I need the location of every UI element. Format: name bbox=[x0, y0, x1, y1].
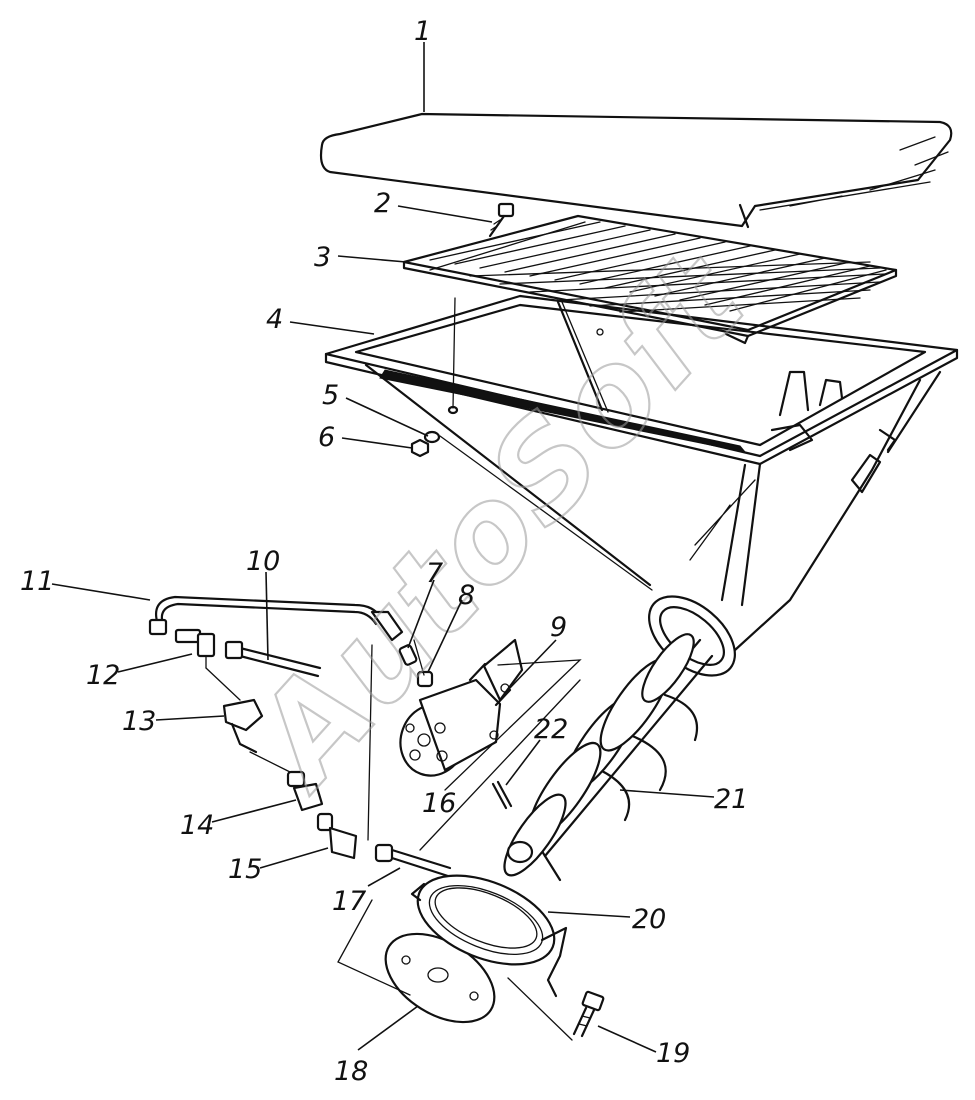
part-19-bolt bbox=[572, 990, 605, 1038]
part-13-bracket bbox=[222, 698, 264, 754]
callout-6: 6 bbox=[318, 422, 335, 453]
callout-16: 16 bbox=[422, 788, 456, 819]
callout-4: 4 bbox=[266, 304, 283, 335]
callout-12: 12 bbox=[86, 660, 120, 691]
part-12-tee bbox=[174, 628, 216, 669]
part-6-nut bbox=[410, 438, 430, 458]
callout-labels: 1 2 3 4 5 6 7 8 9 10 11 12 13 14 15 16 1… bbox=[20, 16, 748, 1087]
assembly-lines bbox=[205, 435, 653, 1041]
part-1-lid bbox=[319, 112, 953, 229]
part-14-fitting bbox=[286, 770, 324, 812]
part-2-screw bbox=[488, 202, 515, 238]
part-22-pin bbox=[491, 780, 513, 810]
callout-15: 15 bbox=[228, 854, 262, 885]
callout-19: 19 bbox=[656, 1038, 690, 1069]
callout-3: 3 bbox=[314, 242, 331, 273]
part-17-hose bbox=[374, 843, 452, 878]
part-15-fitting bbox=[316, 812, 358, 860]
part-5-washer bbox=[423, 430, 441, 444]
part-4-hopper bbox=[324, 294, 959, 652]
part-3-screen bbox=[402, 214, 898, 345]
part-7-fitting bbox=[398, 644, 418, 666]
part-16-motor bbox=[399, 662, 512, 777]
watermark-text: AutoSoft bbox=[221, 224, 776, 817]
callout-18: 18 bbox=[334, 1056, 368, 1087]
callout-9: 9 bbox=[550, 612, 567, 643]
part-10-hose bbox=[224, 640, 322, 678]
callout-8: 8 bbox=[458, 580, 475, 611]
callout-20: 20 bbox=[632, 904, 666, 935]
part-20-clamp bbox=[410, 874, 568, 998]
callout-2: 2 bbox=[374, 188, 391, 219]
callout-13: 13 bbox=[122, 706, 156, 737]
callout-leaders bbox=[51, 42, 715, 1053]
callout-10: 10 bbox=[246, 546, 280, 577]
part-8-fitting bbox=[416, 670, 434, 688]
callout-11: 11 bbox=[20, 566, 54, 597]
callout-17: 17 bbox=[332, 886, 366, 917]
callout-5: 5 bbox=[322, 380, 339, 411]
callout-21: 21 bbox=[714, 784, 748, 815]
callout-22: 22 bbox=[534, 714, 568, 745]
callout-7: 7 bbox=[426, 558, 443, 589]
part-21-auger bbox=[503, 595, 736, 882]
callout-14: 14 bbox=[180, 810, 214, 841]
part-hopper-stud bbox=[447, 297, 459, 415]
callout-1: 1 bbox=[414, 16, 431, 47]
